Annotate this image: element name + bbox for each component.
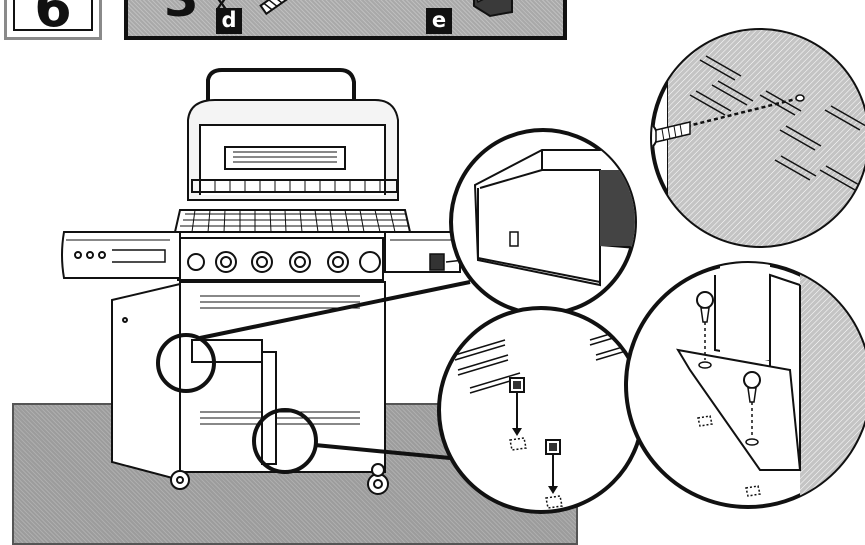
part-label-d: d: [216, 8, 242, 34]
part-label-e: e: [426, 8, 452, 34]
leader-line-bottom: [314, 443, 451, 460]
detail-circle-screw: [650, 28, 865, 248]
callout-ring-side: [156, 333, 216, 393]
grill-icon: [61, 68, 461, 495]
detail-circle-bottom-clips: [437, 306, 645, 514]
leader-line-side: [199, 280, 471, 340]
quantity: 3: [164, 0, 199, 24]
parts-panel: 3 x d e: [124, 0, 567, 40]
step-number: 6: [34, 0, 72, 39]
step-number-box: 6: [4, 0, 102, 40]
clip-nut-icon: [473, 0, 513, 18]
callout-ring-bottom: [252, 408, 318, 474]
step-number-frame: 6: [13, 0, 93, 35]
detail-circle-clip: [449, 128, 637, 316]
detail-circle-bracket: [624, 261, 865, 509]
quantity-sign: x: [216, 0, 228, 14]
screw-icon: [259, 0, 298, 16]
